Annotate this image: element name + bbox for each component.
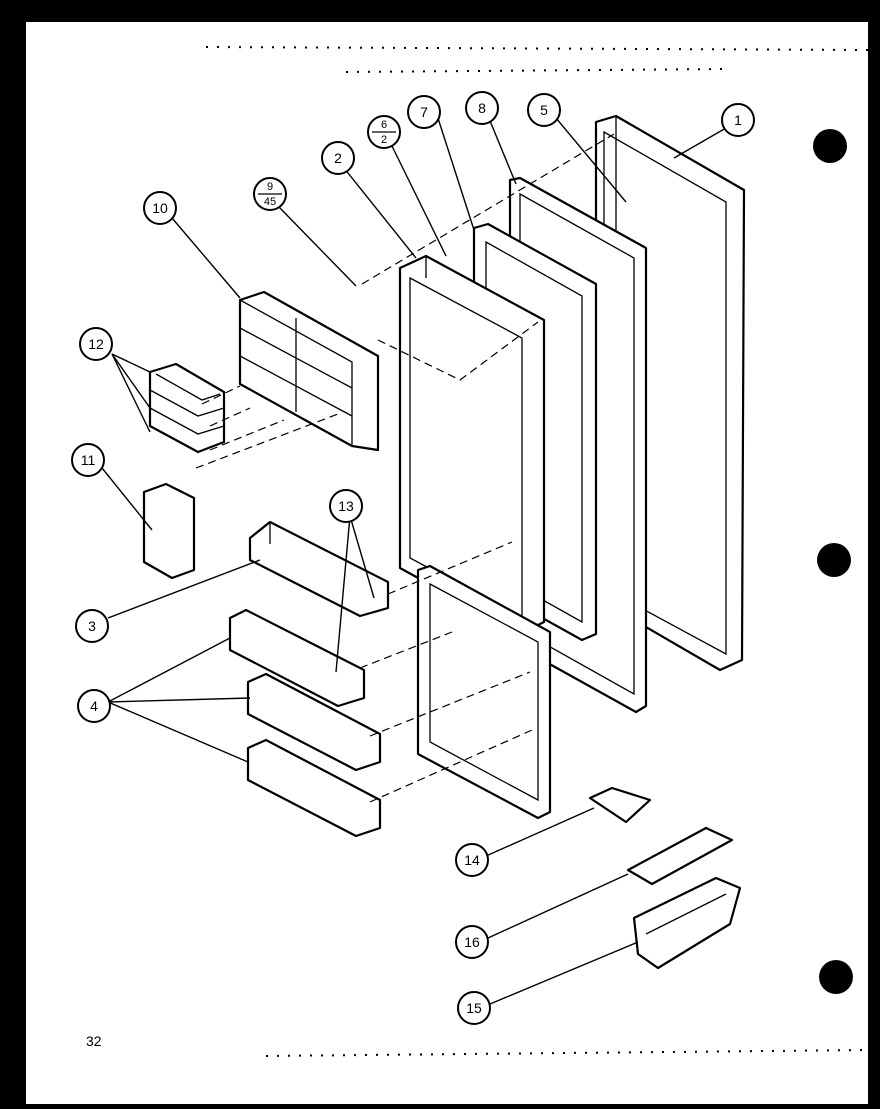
callout-16: 16	[455, 925, 489, 959]
leader-15	[489, 941, 639, 1005]
callout-6-over-2: 6 2	[367, 115, 401, 149]
leader-16	[487, 873, 629, 939]
part-14-small-tray	[588, 786, 652, 824]
leader-4b	[107, 697, 251, 703]
leader-11	[101, 467, 153, 531]
leader-12a	[111, 353, 151, 373]
callout-label: 16	[464, 934, 480, 950]
leader-4c	[107, 701, 249, 763]
assembly-line-10	[369, 729, 533, 803]
callout-1: 1	[721, 103, 755, 137]
callout-label: 1	[734, 112, 742, 128]
fraction-top: 9	[267, 181, 273, 193]
leader-12c	[111, 353, 151, 433]
leader-10	[171, 217, 241, 299]
part-2-door-liner	[398, 254, 546, 636]
leader-7	[435, 111, 475, 231]
assembly-line-2	[377, 321, 539, 381]
callout-4: 4	[77, 689, 111, 723]
leader-8	[487, 115, 517, 185]
callout-label: 15	[466, 1000, 482, 1016]
assembly-line-5	[209, 419, 285, 451]
exploded-view-diagram: 1 2 3 4 5 7 8 10 11 12 13 14 15 16 6 2 9…	[71, 46, 868, 1057]
scan-noise-bottom	[265, 1049, 868, 1057]
lower-liner-frame	[416, 564, 552, 820]
callout-label: 7	[420, 104, 428, 120]
part-11-cover-plate	[142, 482, 196, 580]
callout-12: 12	[79, 327, 113, 361]
callout-label: 13	[338, 498, 354, 514]
assembly-line-9	[369, 671, 531, 737]
callout-8: 8	[465, 91, 499, 125]
fraction-bottom: 45	[264, 196, 276, 208]
fraction-top: 6	[381, 119, 387, 131]
part-4-door-bins	[228, 608, 382, 838]
scan-noise-top-2	[345, 68, 727, 73]
callout-3: 3	[75, 609, 109, 643]
callout-14: 14	[455, 843, 489, 877]
leader-13b	[349, 515, 375, 599]
page-number: 32	[86, 1033, 102, 1049]
callout-label: 4	[90, 698, 98, 714]
callout-10: 10	[143, 191, 177, 225]
part-16-cover	[626, 826, 734, 886]
assembly-line-3	[201, 385, 241, 405]
leader-12b	[111, 353, 151, 409]
leader-3	[107, 559, 261, 619]
part-10-shelf-rack	[238, 290, 380, 452]
leader-13a	[335, 515, 351, 673]
callout-label: 5	[540, 102, 548, 118]
leader-4a	[107, 637, 231, 703]
callout-label: 8	[478, 100, 486, 116]
callout-2: 2	[321, 141, 355, 175]
parts-diagram-sheet: 1 2 3 4 5 7 8 10 11 12 13 14 15 16 6 2 9…	[26, 22, 868, 1104]
leader-9-45	[277, 205, 357, 287]
callout-label: 14	[464, 852, 480, 868]
callout-9-over-45: 9 45	[253, 177, 287, 211]
fraction-bottom: 2	[381, 134, 387, 146]
part-3-door-bin	[248, 520, 390, 618]
leader-6-2	[389, 141, 447, 257]
callout-label: 10	[152, 200, 168, 216]
callout-5: 5	[527, 93, 561, 127]
binder-hole-top	[813, 129, 847, 163]
callout-label: 3	[88, 618, 96, 634]
callout-label: 2	[334, 150, 342, 166]
callout-7: 7	[407, 95, 441, 129]
leader-1	[673, 127, 727, 159]
assembly-line-7	[387, 541, 513, 595]
scan-noise-top	[205, 46, 868, 51]
binder-hole-bottom	[819, 960, 853, 994]
assembly-line-1	[361, 133, 615, 285]
assembly-line-8	[359, 631, 453, 669]
callout-15: 15	[457, 991, 491, 1025]
part-12-storage-containers	[148, 362, 226, 454]
leader-14	[485, 807, 595, 857]
binder-hole-middle	[817, 543, 851, 577]
leader-2	[343, 167, 417, 259]
callout-13: 13	[329, 489, 363, 523]
leader-5	[555, 117, 627, 203]
callout-label: 12	[88, 336, 104, 352]
part-15-basket	[632, 876, 742, 970]
callout-11: 11	[71, 443, 105, 477]
callout-label: 11	[81, 452, 96, 468]
assembly-line-4	[209, 407, 251, 427]
